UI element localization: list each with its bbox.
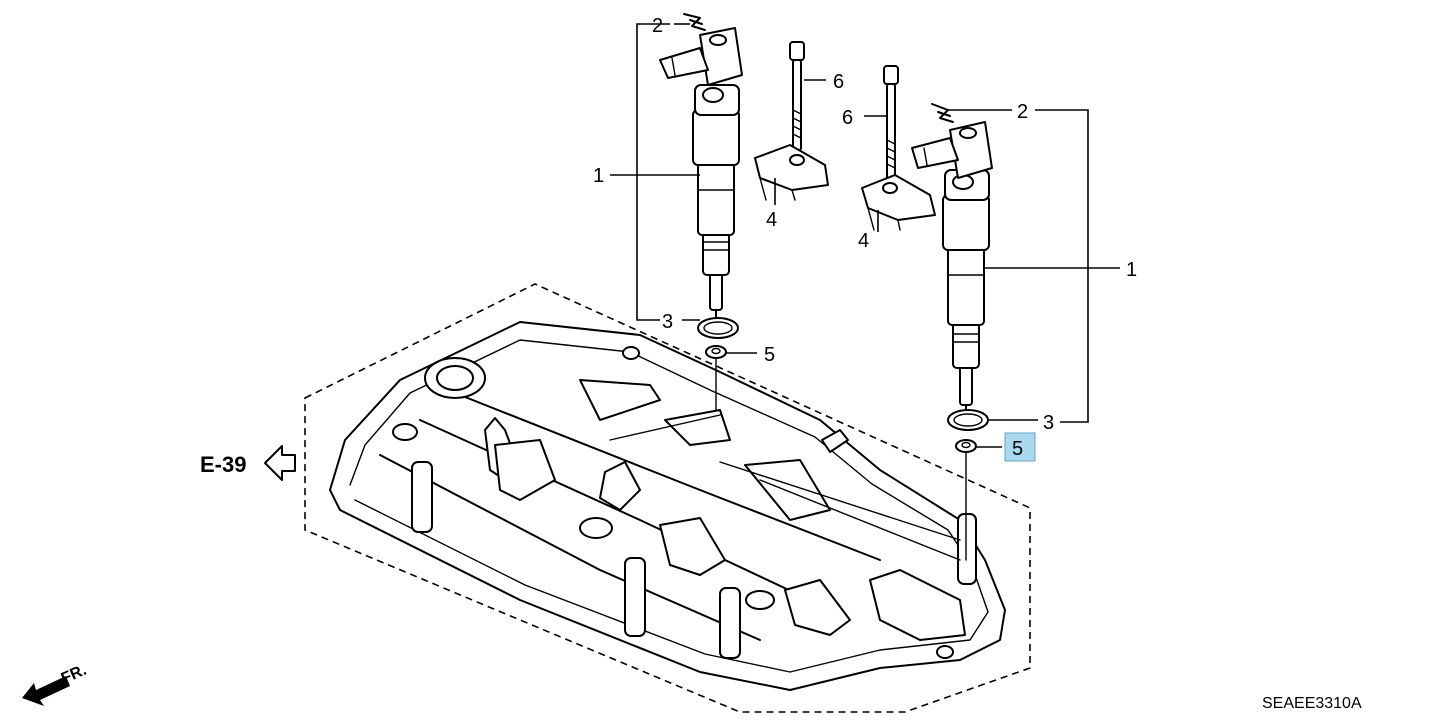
injector-left <box>659 27 743 323</box>
assembly-boundary <box>304 283 1031 713</box>
callout-2-left[interactable]: 2 <box>652 15 663 37</box>
injector-right <box>911 121 993 413</box>
diagram-code: SEAEE3310A <box>1262 695 1362 712</box>
front-arrow-icon <box>22 676 70 706</box>
callout-5-right[interactable]: 5 <box>1012 438 1023 460</box>
callout-1-right[interactable]: 1 <box>1126 259 1137 281</box>
callout-4-right[interactable]: 4 <box>858 230 869 252</box>
clip-left <box>683 13 706 31</box>
callout-4-left[interactable]: 4 <box>766 209 777 231</box>
cylinder-head-cover <box>329 321 1006 691</box>
leaders-left <box>610 23 826 354</box>
callout-5-left[interactable]: 5 <box>764 344 775 366</box>
bolt-left <box>789 41 805 151</box>
callout-3-left[interactable]: 3 <box>662 311 673 333</box>
front-marker: FR. <box>59 662 89 688</box>
o-ring-left <box>697 317 739 339</box>
callout-2-right[interactable]: 2 <box>1017 101 1028 123</box>
callout-6-right[interactable]: 6 <box>842 107 853 129</box>
callout-6-left[interactable]: 6 <box>833 71 844 93</box>
clamp-right <box>861 174 936 231</box>
section-reference[interactable]: E-39 <box>200 452 246 477</box>
callout-1-left[interactable]: 1 <box>593 165 604 187</box>
bolt-right <box>883 65 899 180</box>
leaders-right <box>864 109 1120 448</box>
callout-3-right[interactable]: 3 <box>1043 412 1054 434</box>
clamp-left <box>754 144 829 201</box>
section-arrow-icon <box>264 445 296 481</box>
clip-right <box>931 103 954 123</box>
callout-5-highlight <box>1004 432 1036 462</box>
